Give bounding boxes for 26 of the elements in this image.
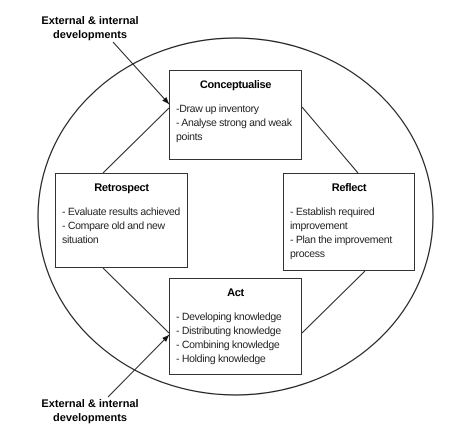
phase-step: -Draw up inventory [176, 102, 295, 116]
phase-step: - Analyse strong and weak points [176, 116, 295, 144]
phase-step: - Plan the improvement process [290, 233, 408, 261]
connector-line [102, 268, 170, 334]
connector-line [102, 108, 170, 174]
phase-step: - Evaluate results achieved [62, 205, 181, 219]
phase-step: - Compare old and new situation [62, 219, 181, 247]
input-note: External & internal developments [25, 397, 155, 425]
phase-step: - Establish required improvement [290, 205, 408, 233]
input-note: External & internal developments [25, 14, 155, 42]
phase-box [169, 70, 302, 160]
phase-box [283, 173, 415, 271]
phase-step: - Holding knowledge [176, 352, 295, 366]
phase-step: - Combining knowledge [176, 338, 295, 352]
connector-line [302, 270, 366, 334]
phase-box [55, 173, 188, 268]
phase-title: Retrospect [93, 182, 150, 195]
arrow [108, 334, 170, 398]
arrow [112, 42, 170, 104]
phase-title: Conceptualise [198, 79, 272, 92]
phase-title: Reflect [330, 182, 368, 195]
phase-step: - Developing knowledge [176, 310, 295, 324]
connector-line [302, 106, 358, 174]
phase-title: Act [226, 287, 245, 300]
phase-step: - Distributing knowledge [176, 324, 295, 338]
phase-box [169, 278, 302, 375]
